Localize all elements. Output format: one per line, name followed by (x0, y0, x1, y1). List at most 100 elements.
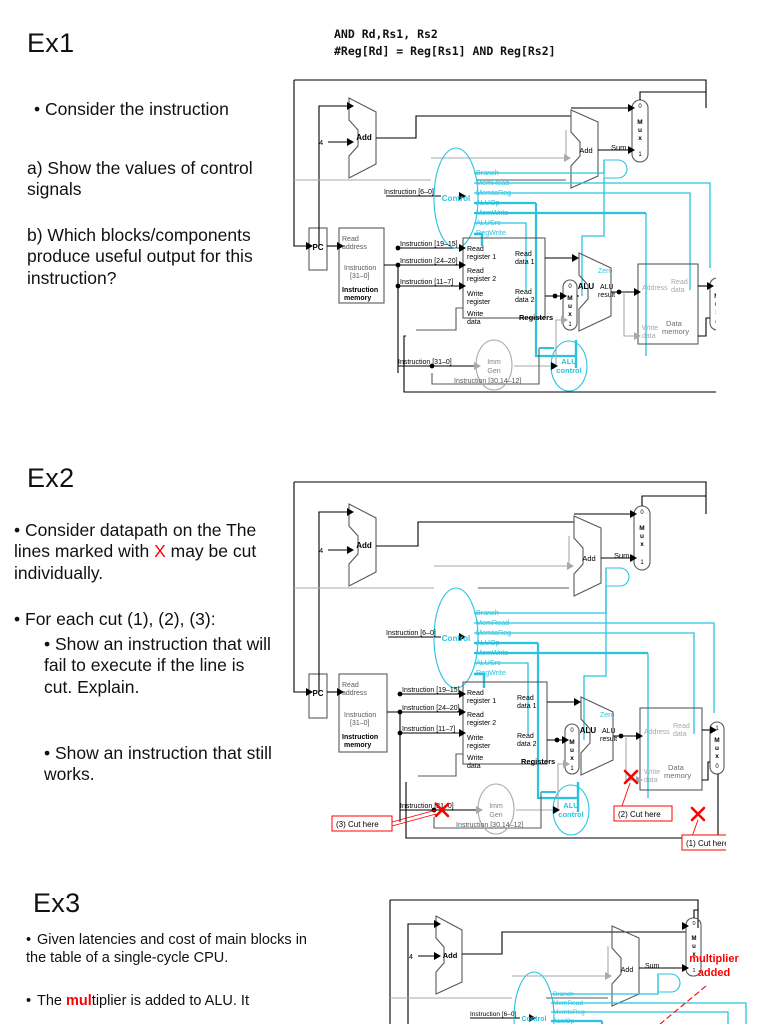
svg-text:M: M (569, 739, 574, 746)
bullet-question-a: a) Show the values of control signals (27, 158, 253, 200)
cut-label-3: (3) Cut here (336, 820, 379, 829)
svg-text:MemWrite: MemWrite (476, 648, 509, 657)
svg-text:data: data (673, 731, 687, 738)
svg-text:Read: Read (515, 251, 532, 258)
svg-text:Imm: Imm (487, 359, 501, 366)
svg-text:ALU: ALU (578, 282, 595, 291)
svg-text:Instruction [19–15]: Instruction [19–15] (402, 687, 460, 694)
cut-x-1 (690, 806, 706, 822)
svg-text:Instruction: Instruction (342, 734, 378, 741)
svg-text:register 2: register 2 (467, 276, 496, 283)
svg-text:Add: Add (443, 951, 458, 960)
and-gate-shape (657, 973, 681, 993)
svg-text:0: 0 (715, 764, 719, 770)
svg-text:Instruction [6–0]: Instruction [6–0] (470, 1011, 516, 1018)
svg-text:Sum: Sum (611, 143, 626, 152)
svg-text:Zero: Zero (600, 712, 615, 719)
svg-text:MemRead: MemRead (553, 1000, 583, 1007)
svg-text:ALU: ALU (600, 284, 614, 291)
svg-text:4: 4 (409, 954, 413, 961)
bullet-marker: • (44, 743, 51, 763)
svg-text:Write: Write (644, 769, 660, 776)
bullet-multiplier-added: •The multiplier is added to ALU. It (26, 993, 318, 1011)
svg-text:control: control (556, 366, 581, 375)
svg-text:memory: memory (344, 742, 371, 749)
svg-text:Instruction [31–0]: Instruction [31–0] (398, 359, 452, 366)
svg-text:register 1: register 1 (467, 254, 496, 261)
svg-text:Write: Write (467, 291, 483, 298)
multiplier-pointer-line (659, 985, 707, 1024)
svg-text:Instruction: Instruction (344, 265, 376, 272)
svg-text:Write: Write (467, 735, 483, 742)
svg-text:Read: Read (467, 712, 484, 719)
svg-text:Instruction [30,14–12]: Instruction [30,14–12] (456, 822, 523, 829)
svg-text:Add: Add (356, 133, 372, 142)
cut-x-2 (623, 769, 639, 785)
bullet-for-each-cut: •For each cut (1), (2), (3): (14, 609, 276, 630)
subbullet-works-instruction: •Show an instruction that still works. (44, 743, 276, 786)
svg-text:Imm: Imm (489, 803, 503, 810)
control-unit-shape (513, 971, 555, 1024)
svg-text:address: address (342, 690, 367, 697)
svg-text:M: M (639, 525, 644, 532)
svg-text:Read: Read (517, 733, 534, 740)
bullet-marker: • (26, 932, 32, 948)
svg-text:Add: Add (582, 554, 595, 563)
slide-ex3: Ex3 •Given latencies and cost of main bl… (0, 860, 768, 1024)
svg-text:x: x (568, 311, 572, 318)
svg-text:M: M (692, 936, 697, 942)
svg-text:Instruction [6–0]: Instruction [6–0] (384, 189, 434, 196)
svg-text:ALU: ALU (602, 728, 616, 735)
svg-text:Control: Control (442, 194, 470, 203)
svg-text:Add: Add (621, 967, 634, 974)
svg-text:u: u (715, 745, 719, 752)
svg-text:RegWrite: RegWrite (476, 228, 506, 237)
svg-text:Read: Read (342, 682, 359, 689)
svg-text:ALUOp: ALUOp (476, 638, 500, 647)
svg-text:0: 0 (570, 728, 574, 734)
svg-text:M: M (714, 293, 716, 300)
multiplier-added-annotation: multiplier added (659, 953, 739, 1024)
svg-text:1: 1 (568, 322, 572, 328)
control-unit-shape (433, 587, 479, 689)
multiplier-added-line2: added (698, 967, 730, 979)
bullet-consider-datapath: •Consider datapath on the The lines mark… (14, 520, 276, 584)
svg-text:M: M (637, 119, 642, 126)
bullet-marker: • (44, 634, 51, 654)
bullet-marker: • (14, 609, 21, 629)
svg-text:u: u (638, 127, 642, 134)
svg-text:x: x (640, 541, 644, 548)
svg-text:Read: Read (467, 246, 484, 253)
svg-text:x: x (715, 309, 716, 316)
bullet-text: The multiplier is added to ALU. It (37, 993, 249, 1009)
svg-text:1: 1 (638, 152, 642, 158)
svg-text:Registers: Registers (519, 313, 553, 322)
bullet-consider-instruction: •Consider the instruction (34, 99, 274, 120)
svg-text:register 2: register 2 (467, 720, 496, 727)
svg-text:0: 0 (692, 921, 695, 927)
bullet-marker: • (14, 520, 21, 540)
svg-text:u: u (692, 944, 696, 950)
control-unit-shape (433, 147, 479, 249)
svg-text:data 1: data 1 (515, 259, 535, 266)
svg-text:memory: memory (344, 295, 371, 302)
svg-text:MemRead: MemRead (476, 618, 509, 627)
and-gate-shape (605, 567, 630, 587)
multiplier-added-line1: multiplier (689, 953, 739, 965)
svg-text:[31–0]: [31–0] (350, 720, 370, 727)
svg-text:Instruction [24–20]: Instruction [24–20] (400, 258, 458, 265)
svg-text:0: 0 (568, 284, 572, 290)
svg-text:ALUSrc: ALUSrc (476, 218, 501, 227)
svg-text:Read: Read (673, 723, 690, 730)
svg-text:Address: Address (642, 285, 668, 292)
slide-ex2: Ex2 •Consider datapath on the The lines … (0, 430, 768, 860)
svg-text:Instruction [11–7]: Instruction [11–7] (402, 726, 455, 733)
svg-text:x: x (692, 952, 696, 958)
svg-text:0: 0 (640, 510, 644, 516)
svg-text:data 1: data 1 (517, 703, 537, 710)
svg-text:4: 4 (319, 138, 323, 147)
svg-text:Address: Address (644, 729, 670, 736)
svg-text:0: 0 (715, 320, 716, 326)
svg-text:u: u (640, 533, 644, 540)
slide-ex1: Ex1 AND Rd,Rs1, Rs2 #Reg[Rd] = Reg[Rs1] … (0, 0, 768, 430)
